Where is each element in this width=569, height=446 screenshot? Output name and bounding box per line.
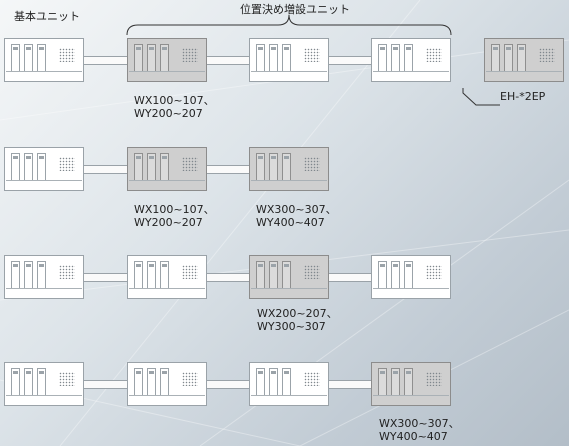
base-unit — [4, 38, 84, 82]
connection-cable — [329, 380, 371, 389]
positioning-units-label: 位置決め増設ユニット — [240, 3, 350, 16]
base-unit — [4, 255, 84, 299]
io-address-label: WX100~107、WY200~207 — [134, 203, 215, 229]
positioning-unit — [249, 147, 329, 191]
connection-cable — [329, 56, 371, 65]
expansion-unit — [249, 38, 329, 82]
positioning-unit — [127, 38, 207, 82]
base-unit — [4, 147, 84, 191]
expansion-unit — [249, 362, 329, 406]
connection-cable — [84, 273, 127, 282]
legend-leader-line — [462, 88, 500, 106]
expansion-unit — [127, 255, 207, 299]
base-unit-label: 基本ユニット — [14, 10, 80, 23]
positioning-unit-legend — [484, 38, 564, 82]
connection-cable — [84, 380, 127, 389]
positioning-unit — [371, 362, 451, 406]
io-address-label: WX300~307、WY400~407 — [379, 417, 460, 443]
positioning-unit — [249, 255, 329, 299]
connection-cable — [329, 273, 371, 282]
base-unit — [4, 362, 84, 406]
connection-cable — [84, 165, 127, 174]
io-address-label: WX100~107、WY200~207 — [134, 94, 215, 120]
io-address-label: WX200~207、WY300~307 — [257, 307, 338, 333]
expansion-unit — [371, 255, 451, 299]
expansion-model-label: EH-*2EP — [500, 90, 546, 103]
connection-cable — [84, 56, 127, 65]
io-address-label: WX300~307、WY400~407 — [256, 203, 337, 229]
connection-cable — [207, 165, 249, 174]
positioning-unit — [127, 147, 207, 191]
connection-cable — [207, 56, 249, 65]
connection-cable — [207, 380, 249, 389]
connection-cable — [207, 273, 249, 282]
expansion-unit — [371, 38, 451, 82]
expansion-unit — [127, 362, 207, 406]
positioning-units-bracket — [126, 14, 452, 36]
